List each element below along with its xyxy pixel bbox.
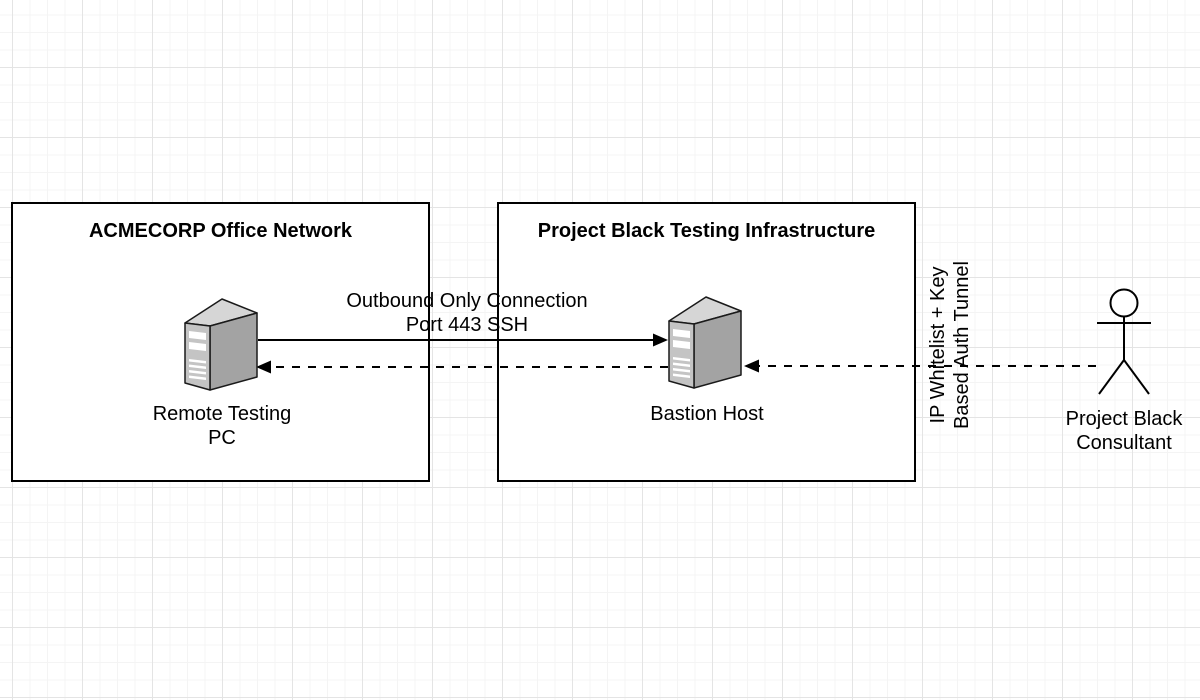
- bastion-label-line1: Bastion Host: [650, 403, 764, 425]
- remote-pc-label-line1: Remote Testing: [152, 403, 292, 425]
- group-box-office-network[interactable]: ACMECORP Office Network: [11, 202, 430, 482]
- remote-pc-label-line2: PC: [208, 427, 236, 449]
- consultant-label: Project Black Consultant: [974, 407, 1200, 455]
- edge-outbound-connection[interactable]: [258, 333, 668, 347]
- group-title-office-network: ACMECORP Office Network: [88, 220, 352, 242]
- tunnel-edge-label: IP Whitelist + Key Based Auth Tunnel: [926, 257, 974, 433]
- group-box-testing-infrastructure[interactable]: Project Black Testing Infrastructure: [497, 202, 916, 482]
- arrowhead-left-icon: [256, 360, 271, 374]
- remote-pc-label: Remote Testing PC: [72, 402, 372, 450]
- remote-pc-server-icon[interactable]: [183, 295, 259, 392]
- arrowhead-left-icon: [744, 359, 759, 373]
- bastion-label: Bastion Host: [557, 402, 857, 426]
- outbound-edge-label-line2: Port 443 SSH: [405, 314, 529, 336]
- outbound-edge-label: Outbound Only Connection Port 443 SSH: [317, 289, 617, 337]
- bastion-server-icon[interactable]: [667, 293, 743, 390]
- edge-return-tunnel[interactable]: [256, 360, 668, 374]
- tunnel-edge-label-line1: IP Whitelist + Key: [927, 266, 949, 424]
- consultant-actor-icon[interactable]: [1095, 287, 1153, 397]
- tunnel-edge-label-line2: Based Auth Tunnel: [951, 261, 973, 429]
- edge-consultant-tunnel[interactable]: [744, 359, 1096, 373]
- group-title-testing-infrastructure: Project Black Testing Infrastructure: [537, 220, 876, 242]
- outbound-edge-label-line1: Outbound Only Connection: [346, 290, 588, 312]
- arrowhead-right-icon: [653, 333, 668, 347]
- consultant-label-line1: Project Black: [1065, 408, 1183, 430]
- consultant-label-line2: Consultant: [1076, 432, 1172, 454]
